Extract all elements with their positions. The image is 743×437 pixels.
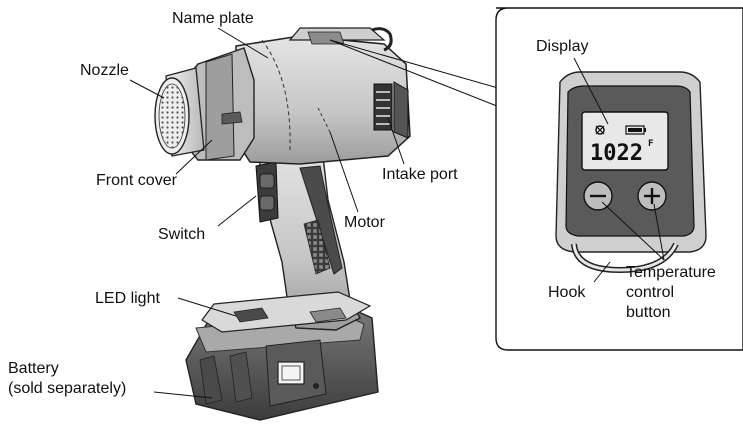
- temperature-readout: 1022: [590, 141, 643, 166]
- plus-button: [637, 181, 667, 211]
- inset-panel: 1022 F: [495, 7, 743, 351]
- battery-release-button: [277, 361, 305, 385]
- fan-icon: [595, 125, 605, 135]
- nozzle-mesh: [158, 83, 186, 149]
- label-temp-control-1: Temperature: [626, 264, 716, 281]
- main-body: [235, 27, 411, 165]
- label-nozzle: Nozzle: [80, 62, 129, 79]
- label-battery: Battery: [8, 360, 59, 377]
- callout-lines: [129, 27, 513, 399]
- label-motor: Motor: [344, 214, 385, 231]
- nozzle: [154, 67, 205, 157]
- label-led-light: LED light: [95, 290, 160, 307]
- name-plate-outline: [261, 39, 291, 151]
- grip-texture: [303, 219, 331, 275]
- switch-button: [259, 173, 275, 189]
- battery-pack: [185, 305, 379, 421]
- label-display: Display: [536, 38, 589, 55]
- handle: [201, 147, 372, 333]
- label-switch: Switch: [158, 226, 206, 243]
- label-temp-control-3: button: [626, 304, 671, 321]
- battery-level-icon: [625, 125, 646, 135]
- label-temp-control-2: control: [626, 284, 675, 301]
- label-battery-note: (sold separately): [8, 380, 127, 397]
- label-name-plate: Name plate: [172, 10, 254, 27]
- label-hook: Hook: [548, 284, 586, 301]
- temperature-unit: F: [648, 139, 653, 149]
- label-intake-port: Intake port: [382, 166, 458, 183]
- label-front-cover: Front cover: [96, 172, 177, 189]
- led-light-lens: [233, 307, 269, 323]
- minus-button: [583, 181, 613, 211]
- intake-port: [373, 81, 409, 139]
